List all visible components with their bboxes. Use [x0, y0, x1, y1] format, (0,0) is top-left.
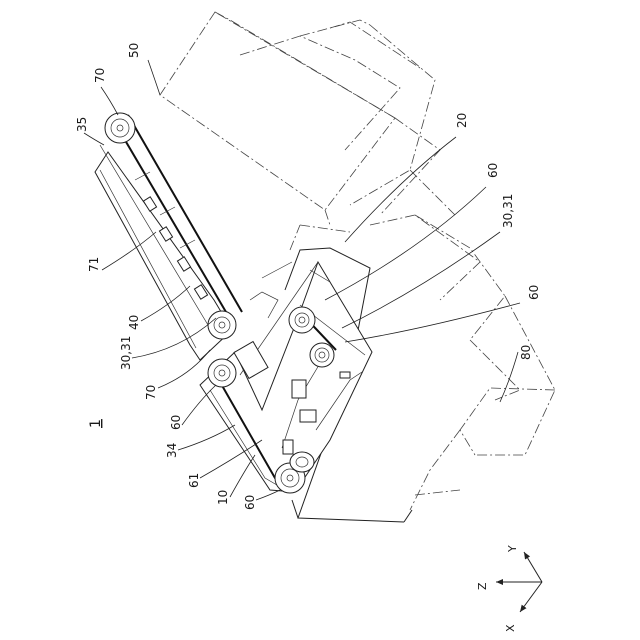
ref-61: 61 — [187, 473, 201, 488]
ref-70-mid: 70 — [144, 385, 158, 400]
ref-60-c: 60 — [169, 415, 183, 430]
pulley-corner — [208, 359, 236, 387]
ref-30-31-a: 30,31 — [501, 194, 515, 228]
ref-60-b: 60 — [527, 285, 541, 300]
pulley-top — [105, 113, 135, 143]
ref-70-top: 70 — [93, 68, 107, 83]
axis-triad — [496, 552, 542, 612]
ref-60-d: 60 — [243, 495, 257, 510]
ref-71: 71 — [87, 257, 101, 272]
phantom-upper-housing — [160, 12, 455, 225]
ref-60-a: 60 — [486, 163, 500, 178]
pulley-upper-middle — [208, 311, 236, 339]
ref-34: 34 — [165, 443, 179, 458]
pulley-right-top — [289, 307, 315, 333]
ref-30-31-b: 30,31 — [119, 336, 133, 370]
ref-10: 10 — [216, 490, 230, 505]
ref-figure-1: 1 — [88, 419, 104, 428]
axis-label-x: X — [504, 624, 517, 632]
ref-20: 20 — [455, 113, 469, 128]
ref-35: 35 — [75, 117, 89, 132]
ref-50: 50 — [127, 43, 141, 58]
ref-40: 40 — [127, 315, 141, 330]
axis-label-y: Y — [506, 545, 519, 553]
ref-80: 80 — [519, 345, 533, 360]
pulley-right-lower — [310, 343, 334, 367]
axis-label-z: Z — [476, 582, 489, 590]
